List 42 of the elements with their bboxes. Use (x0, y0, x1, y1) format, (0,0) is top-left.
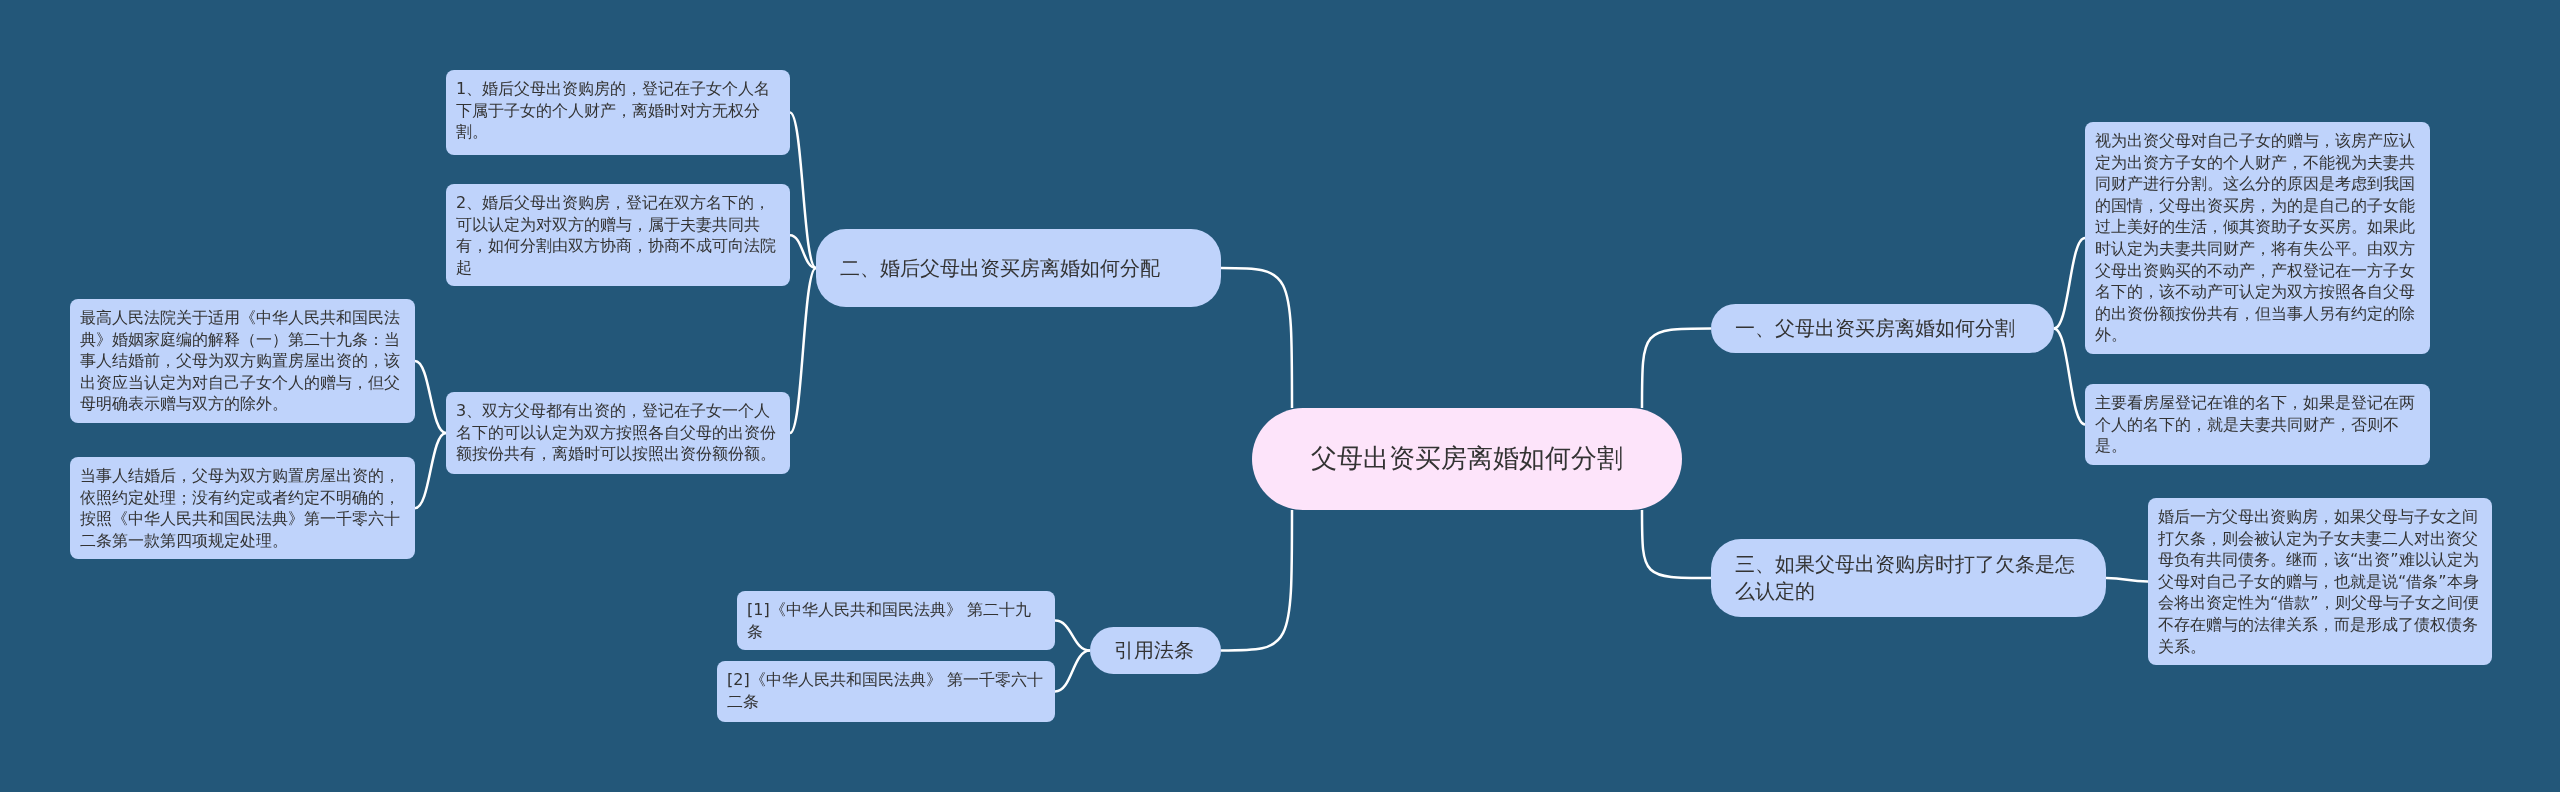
note-card (717, 661, 1055, 722)
note-card (446, 184, 790, 287)
note-text: 视为出资父母对自己子女的赠与，该房产应认定为出资方子女的个人财产，不能视为夫妻共同财产进行分割。这么分的原因是考虑到我国的国情，父母出资买房，为的是自己的子女能过上美好的生活，倾其资助子女买房。如果此时认定为夫妻共同财产，将有失公平。由双方父母出资购买的不动产，产权登记在一方子女名下的，该不动产可认定为双方按照各自父母的出资份额按份共有，但当事人另有约定的除外。 (2095, 130, 2416, 346)
topic-label: 父母出资买房离婚如何分割 (1311, 442, 1623, 476)
connector-line (414, 359, 447, 435)
topic-pill (1711, 304, 2054, 353)
topic-pill (816, 229, 1221, 307)
connector-line (2053, 236, 2086, 330)
note-card (2085, 384, 2430, 465)
note-card (446, 392, 790, 474)
note-card (70, 457, 415, 560)
connector-line (1054, 619, 1091, 652)
note-card (70, 299, 415, 423)
connector-line (1640, 327, 1711, 408)
connector-line (1640, 510, 1711, 580)
note-text: 2、婚后父母出资购房，登记在双方名下的，可以认定为对双方的赠与，属于夫妻共同共有，如何分割由双方协商，协商不成可向法院起 (456, 192, 777, 279)
connector-line (789, 111, 817, 269)
connector-line (1221, 510, 1294, 652)
connector-line (2106, 576, 2148, 583)
topic-label: 引用法条 (1114, 637, 1194, 664)
note-text: 3、双方父母都有出资的，登记在子女一个人名下的可以认定为双方按照各自父母的出资份额按份共有，离婚时可以按照出资份额份额。 (456, 400, 777, 465)
topic-label: 三、如果父母出资购房时打了欠条是怎么认定的 (1735, 551, 2076, 605)
note-card (737, 591, 1055, 651)
connector-line (2053, 327, 2086, 426)
connector-line (414, 431, 447, 510)
note-text: 主要看房屋登记在谁的名下，如果是登记在两个人的名下的，就是夫妻共同财产，否则不是。 (2095, 392, 2416, 457)
topic-label: 二、婚后父母出资买房离婚如何分配 (840, 254, 1160, 282)
connector-line (1221, 266, 1294, 408)
connector-line (1054, 649, 1091, 693)
note-text: 当事人结婚后，父母为双方购置房屋出资的，依照约定处理；没有约定或者约定不明确的，按照《中华人民共和国民法典》第一千零六十二条第一款第四项规定处理。 (80, 465, 401, 552)
note-text: [1]《中华人民共和国民法典》 第二十九条 (747, 599, 1032, 643)
note-text: 婚后一方父母出资购房，如果父母与子女之间打欠条，则会被认定为子女夫妻二人对出资父母负有共同债务。继而，该“出资”难以认定为父母对自己子女的赠与，也就是说“借条”本身会将出资定性为“借款”，则父母与子女之间便不存在赠与的法律关系，而是形成了债权债务关系。 (2158, 506, 2480, 658)
connector-line (789, 267, 817, 434)
note-card (446, 70, 790, 155)
note-text: 最高人民法院关于适用《中华人民共和国民法典》婚姻家庭编的解释（一）第二十九条：当事人结婚前，父母为双方购置房屋出资的，该出资应当认定为对自己子女个人的赠与，但父母明确表示赠与双方的除外。 (80, 307, 401, 415)
connector-line (789, 233, 817, 270)
topic-label: 一、父母出资买房离婚如何分割 (1735, 315, 2015, 342)
note-text: [2]《中华人民共和国民法典》 第一千零六十二条 (727, 669, 1044, 713)
note-card (2148, 498, 2492, 666)
topic-pill (1090, 627, 1221, 674)
note-text: 1、婚后父母出资购房的，登记在子女个人名下属于子女的个人财产，离婚时对方无权分割。 (456, 78, 772, 143)
topic-pill (1711, 539, 2106, 617)
